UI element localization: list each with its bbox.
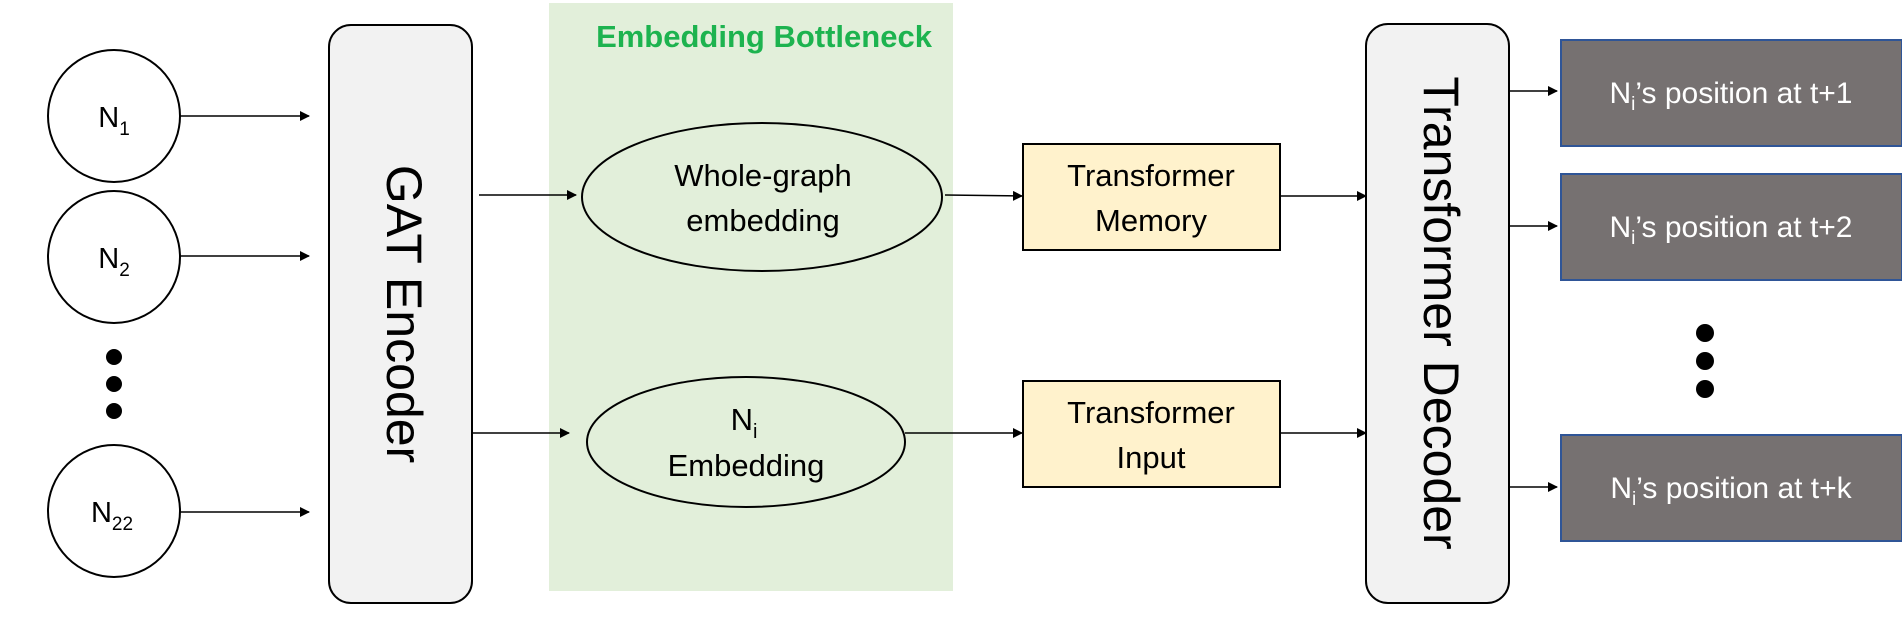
svg-text:Transformer: Transformer xyxy=(1067,395,1235,430)
transformer-decoder-block: Transformer Decoder xyxy=(1365,23,1510,604)
embedding-bottleneck-title: Embedding Bottleneck xyxy=(596,19,933,54)
output-position-t2: Ni’s position at t+2 xyxy=(1560,173,1902,281)
svg-text:embedding: embedding xyxy=(686,203,839,238)
svg-text:Ni’s position at t+1: Ni’s position at t+1 xyxy=(1610,77,1853,115)
input-node-n22: N22 xyxy=(47,444,181,578)
svg-text:Memory: Memory xyxy=(1095,203,1207,238)
whole-graph-embedding-node: Whole-graph embedding xyxy=(581,122,943,272)
input-node-n1: N1 xyxy=(47,49,181,183)
embedding-bottleneck-region xyxy=(549,3,953,591)
svg-text:N22: N22 xyxy=(91,497,133,535)
transformer-decoder-label: Transformer Decoder xyxy=(1413,76,1469,549)
svg-text:Input: Input xyxy=(1117,440,1186,475)
ellipsis-dots-inputs xyxy=(106,349,122,419)
gat-encoder-label: GAT Encoder xyxy=(376,165,432,463)
svg-text:Whole-graph: Whole-graph xyxy=(674,158,851,193)
gat-encoder-block: GAT Encoder xyxy=(328,24,473,604)
arrow-whole-graph-to-memory xyxy=(944,190,1023,201)
svg-text:Embedding: Embedding xyxy=(668,448,825,483)
node-embedding-node: Ni Embedding xyxy=(586,376,906,508)
input-node-n2: N2 xyxy=(47,190,181,324)
svg-text:Transformer: Transformer xyxy=(1067,158,1235,193)
transformer-input-box: Transformer Input xyxy=(1022,380,1281,488)
svg-text:Ni: Ni xyxy=(731,402,758,443)
output-position-tk: Ni’s position at t+k xyxy=(1560,434,1902,542)
svg-text:N2: N2 xyxy=(98,243,130,281)
output-position-t1: Ni’s position at t+1 xyxy=(1560,39,1902,147)
svg-text:Ni’s position at t+k: Ni’s position at t+k xyxy=(1610,472,1852,510)
ellipsis-dots-outputs xyxy=(1696,324,1714,398)
svg-text:Ni’s position at t+2: Ni’s position at t+2 xyxy=(1610,211,1853,249)
svg-text:N1: N1 xyxy=(98,102,130,140)
transformer-memory-box: Transformer Memory xyxy=(1022,143,1281,251)
